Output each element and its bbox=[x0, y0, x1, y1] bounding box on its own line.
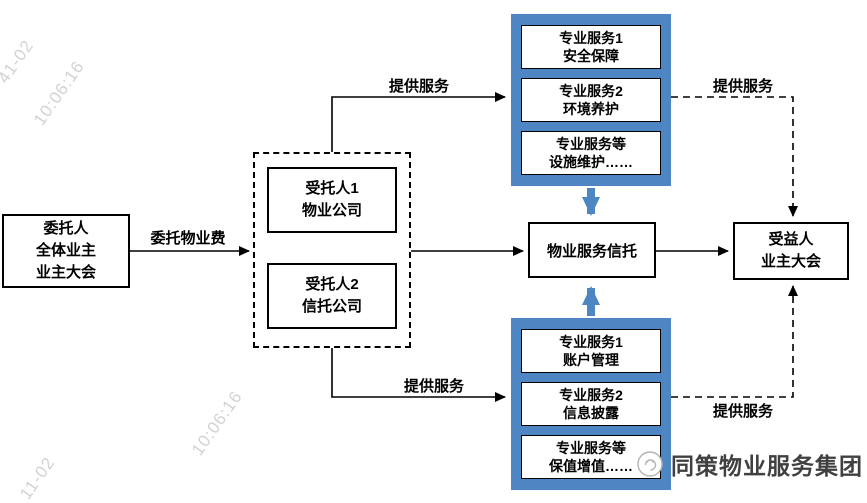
client-line2: 全体业主 bbox=[35, 242, 96, 259]
trust-label: 物业服务信托 bbox=[546, 242, 637, 260]
trustee1-box: 受托人1 物业公司 bbox=[267, 167, 397, 233]
bottom-service-2-box: 专业服务2 信息披露 bbox=[521, 382, 661, 426]
beneficiary-box: 受益人 业主大会 bbox=[733, 222, 849, 280]
trustee2-line2: 信托公司 bbox=[301, 298, 362, 315]
provide-service-label-top-left: 提供服务 bbox=[388, 78, 449, 95]
bottom-service-1-line2: 账户管理 bbox=[563, 352, 619, 368]
trustee1-line2: 物业公司 bbox=[301, 202, 362, 219]
arrow-trustees-to-bottom-services bbox=[331, 348, 506, 402]
top-service-2-box: 专业服务2 环境养护 bbox=[521, 78, 661, 122]
client-box: 委托人 全体业主 业主大会 bbox=[2, 214, 130, 288]
trustee2-line1: 受托人2 bbox=[305, 276, 359, 293]
provide-service-label-top-right: 提供服务 bbox=[712, 78, 773, 95]
dashed-arrow-top-services-to-beneficiary bbox=[671, 96, 798, 217]
top-service-2-line1: 专业服务2 bbox=[559, 83, 623, 99]
provide-service-label-bottom-right: 提供服务 bbox=[712, 403, 773, 420]
arrow-trustees-to-top-services bbox=[331, 92, 506, 152]
trustee-group-box bbox=[253, 152, 411, 348]
bottom-service-2-line2: 信息披露 bbox=[563, 405, 619, 421]
footer-brand: 同策物业服务集团 bbox=[636, 447, 863, 481]
brand-name: 同策物业服务集团 bbox=[671, 453, 863, 479]
trust-box: 物业服务信托 bbox=[528, 222, 656, 278]
client-line1: 委托人 bbox=[43, 220, 89, 237]
trustee2-box: 受托人2 信托公司 bbox=[267, 263, 397, 329]
top-service-3-line2: 设施维护…… bbox=[549, 154, 633, 170]
bottom-service-3-line1: 专业服务等 bbox=[556, 440, 626, 456]
top-service-1-line2: 安全保障 bbox=[563, 48, 619, 64]
bottom-service-1-line1: 专业服务1 bbox=[559, 334, 623, 350]
provide-service-label-bottom-left: 提供服务 bbox=[403, 378, 464, 395]
client-line3: 业主大会 bbox=[35, 264, 96, 281]
top-service-1-box: 专业服务1 安全保障 bbox=[521, 25, 661, 69]
dashed-arrow-bottom-services-to-beneficiary bbox=[671, 285, 798, 398]
bottom-service-2-line1: 专业服务2 bbox=[559, 387, 623, 403]
bottom-service-3-box: 专业服务等 保值增值…… bbox=[521, 435, 661, 479]
top-service-2-line2: 环境养护 bbox=[563, 101, 619, 117]
brand-logo-icon bbox=[637, 451, 663, 477]
top-service-3-line1: 专业服务等 bbox=[556, 136, 626, 152]
fee-label: 委托物业费 bbox=[150, 230, 226, 247]
bottom-service-1-box: 专业服务1 账户管理 bbox=[521, 329, 661, 373]
trustee1-line1: 受托人1 bbox=[305, 180, 359, 197]
top-service-1-line1: 专业服务1 bbox=[559, 30, 623, 46]
bottom-service-3-line2: 保值增值…… bbox=[549, 458, 633, 474]
beneficiary-line1: 受益人 bbox=[768, 231, 814, 248]
beneficiary-line2: 业主大会 bbox=[760, 253, 821, 270]
top-service-3-box: 专业服务等 设施维护…… bbox=[521, 131, 661, 175]
top-service-group: 专业服务1 安全保障 专业服务2 环境养护 专业服务等 设施维护…… bbox=[511, 14, 671, 186]
